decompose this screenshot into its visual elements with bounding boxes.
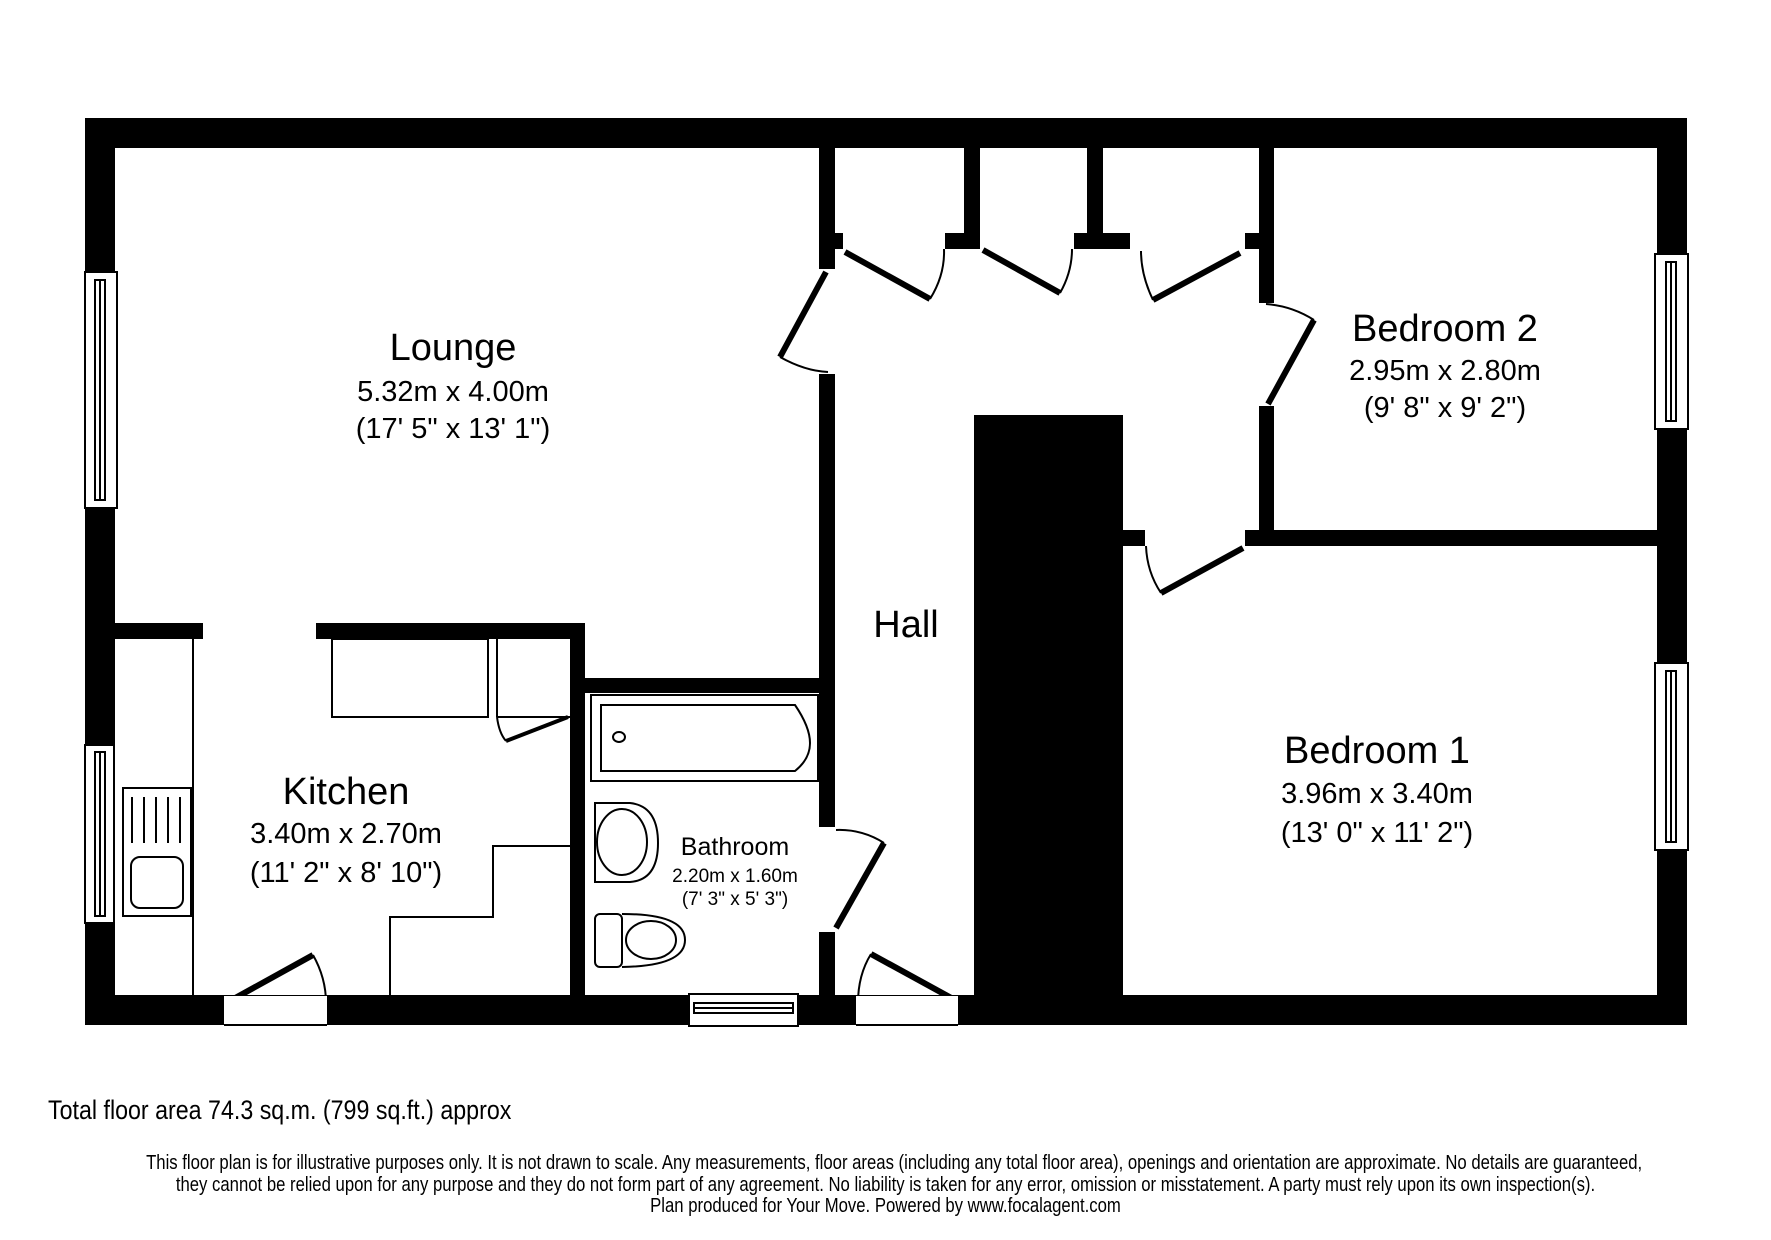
room-label-kitchen: Kitchen 3.40m x 2.70m (11' 2" x 8' 10"): [250, 771, 442, 889]
disclaimer-line-2: they cannot be relied upon for any purpo…: [175, 1173, 1596, 1196]
svg-text:3.40m x 2.70m: 3.40m x 2.70m: [250, 818, 442, 850]
room-labels: Lounge 5.32m x 4.00m (17' 5" x 13' 1") K…: [250, 308, 1541, 910]
room-label-hall: Hall: [873, 604, 938, 646]
svg-text:3.96m x 3.40m: 3.96m x 3.40m: [1281, 778, 1473, 810]
svg-text:2.95m x 2.80m: 2.95m x 2.80m: [1349, 355, 1541, 387]
disclaimer: This floor plan is for illustrative purp…: [0, 1152, 1771, 1218]
svg-text:5.32m x 4.00m: 5.32m x 4.00m: [357, 376, 549, 408]
svg-text:(13' 0" x 11' 2"): (13' 0" x 11' 2"): [1281, 817, 1473, 849]
svg-text:Hall: Hall: [873, 604, 938, 646]
cupboard-door-2: [981, 247, 1073, 296]
sink-icon: [122, 787, 192, 917]
room-label-bathroom: Bathroom 2.20m x 1.60m (7' 3" x 5' 3"): [672, 833, 798, 910]
total-floor-area: Total floor area 74.3 sq.m. (799 sq.ft.)…: [48, 1095, 512, 1125]
bedroom1-door: [1145, 545, 1245, 596]
kitchen-fixtures: [122, 638, 570, 995]
lounge-door: [777, 270, 829, 373]
bathroom-door: [833, 828, 887, 930]
bedroom2-door: [1265, 303, 1317, 406]
svg-text:Lounge: Lounge: [390, 327, 517, 369]
stepped-counter: [389, 845, 570, 995]
disclaimer-line-1: This floor plan is for illustrative purp…: [146, 1152, 1643, 1174]
room-label-lounge: Lounge 5.32m x 4.00m (17' 5" x 13' 1"): [356, 327, 550, 445]
bathroom-fixtures: [590, 694, 819, 968]
svg-text:Bathroom: Bathroom: [681, 833, 789, 861]
svg-text:Bedroom 2: Bedroom 2: [1352, 308, 1538, 350]
toilet-icon: [594, 913, 687, 968]
bedroom1-window: [1654, 662, 1689, 851]
cupboard-door-1: [843, 248, 946, 302]
svg-text:2.20m x 1.60m: 2.20m x 1.60m: [672, 866, 798, 887]
svg-text:Kitchen: Kitchen: [283, 771, 410, 813]
kitchen-window: [84, 744, 115, 924]
svg-text:(17' 5" x 13' 1"): (17' 5" x 13' 1"): [356, 413, 550, 445]
windows: [84, 253, 1689, 1027]
lounge-window: [84, 271, 118, 509]
room-label-bedroom2: Bedroom 2 2.95m x 2.80m (9' 8" x 9' 2"): [1349, 308, 1541, 424]
svg-text:(7' 3" x 5' 3"): (7' 3" x 5' 3"): [682, 889, 788, 910]
doors: [224, 247, 1317, 1026]
svg-text:Bedroom 1: Bedroom 1: [1284, 730, 1470, 772]
basin-icon: [594, 802, 660, 883]
svg-text:(9' 8" x 9' 2"): (9' 8" x 9' 2"): [1364, 392, 1526, 424]
interior-walls: [115, 148, 1657, 995]
bathtub-icon: [590, 694, 819, 782]
wall-cabinet: [331, 638, 489, 718]
bathroom-window: [688, 993, 799, 1027]
svg-text:(11' 2" x 8' 10"): (11' 2" x 8' 10"): [250, 857, 442, 889]
room-label-bedroom1: Bedroom 1 3.96m x 3.40m (13' 0" x 11' 2"…: [1281, 730, 1473, 849]
cupboard-door-3: [1140, 250, 1242, 303]
disclaimer-line-3: Plan produced for Your Move. Powered by …: [650, 1195, 1121, 1217]
kitchen-cupboard-door: [496, 715, 569, 743]
bedroom2-window: [1654, 253, 1689, 430]
